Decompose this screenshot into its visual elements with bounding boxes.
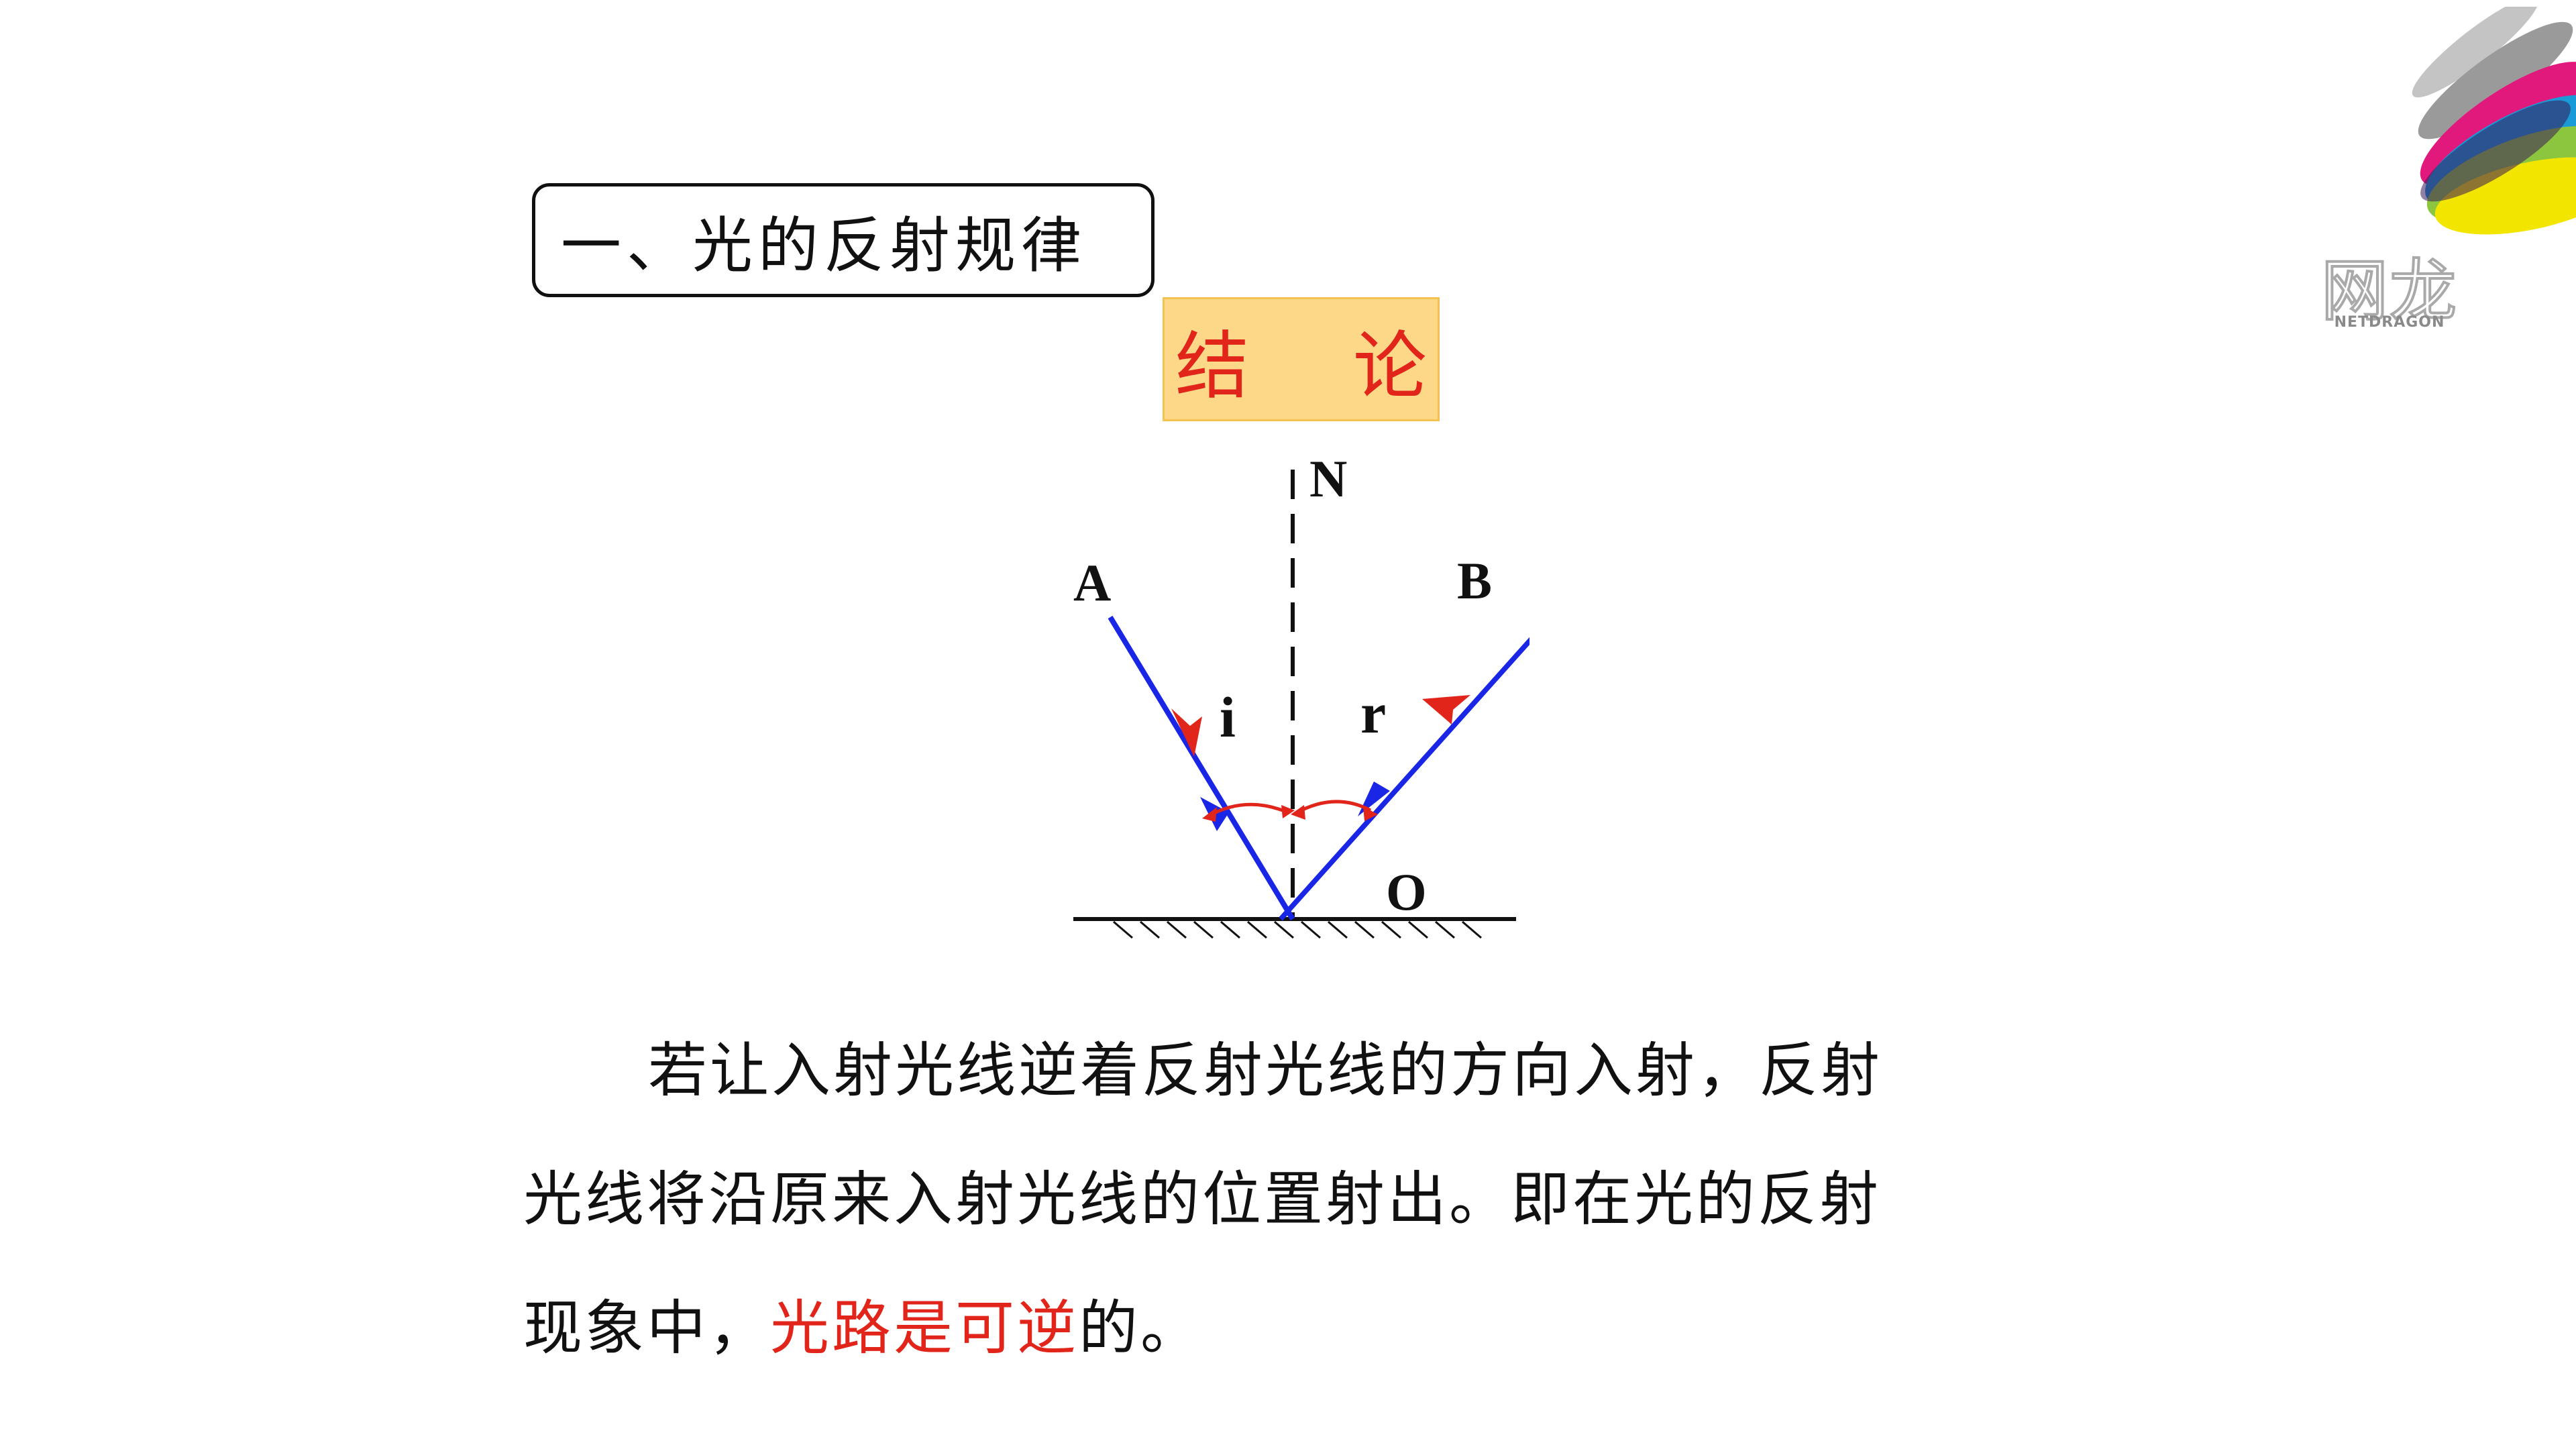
netdragon-logo-icon [2412,7,2576,235]
reflected-arrow-red [1422,695,1470,724]
label-n: N [1309,456,1347,508]
conclusion-label: 结 论 [1175,323,1467,409]
mirror-hatching [1113,920,1482,939]
label-b: B [1457,551,1492,610]
reflected-ray [1279,637,1529,921]
reflection-diagram: N A B i r O [1073,456,1529,939]
reflection-angle-arc [1295,800,1372,815]
label-o: O [1386,863,1427,921]
logo-name-cn: 网龙 [2320,250,2458,331]
section-title: 一、光的反射规律 [532,183,1155,297]
label-r: r [1360,681,1386,745]
label-i: i [1220,685,1236,749]
incident-ray [1108,615,1295,921]
incident-arrow-red [1171,708,1202,757]
reversible-path-highlight: 光路是可逆 [770,1293,1079,1362]
paragraph-line-1: 若让入射光线逆着反射光线的方向入射，反射 [648,1036,1883,1105]
incidence-angle-arc [1209,802,1290,817]
paragraph-line-3: 现象中，光路是可逆的。 [523,1264,2086,1393]
section-title-text: 一、光的反射规律 [561,211,1087,281]
paragraph-line-3-prefix: 现象中， [523,1293,771,1362]
paragraph-line-3-suffix: 的。 [1079,1293,1203,1362]
paragraph-line-2: 光线将沿原来入射光线的位置射出。即在光的反射 [523,1165,1882,1234]
logo-name-en: NETDRAGON [2334,314,2445,331]
conclusion-paragraph: 若让入射光线逆着反射光线的方向入射，反射 光线将沿原来入射光线的位置射出。即在光… [523,1006,2086,1393]
conclusion-badge: 结 论 [1163,297,1440,421]
label-a: A [1073,553,1111,612]
